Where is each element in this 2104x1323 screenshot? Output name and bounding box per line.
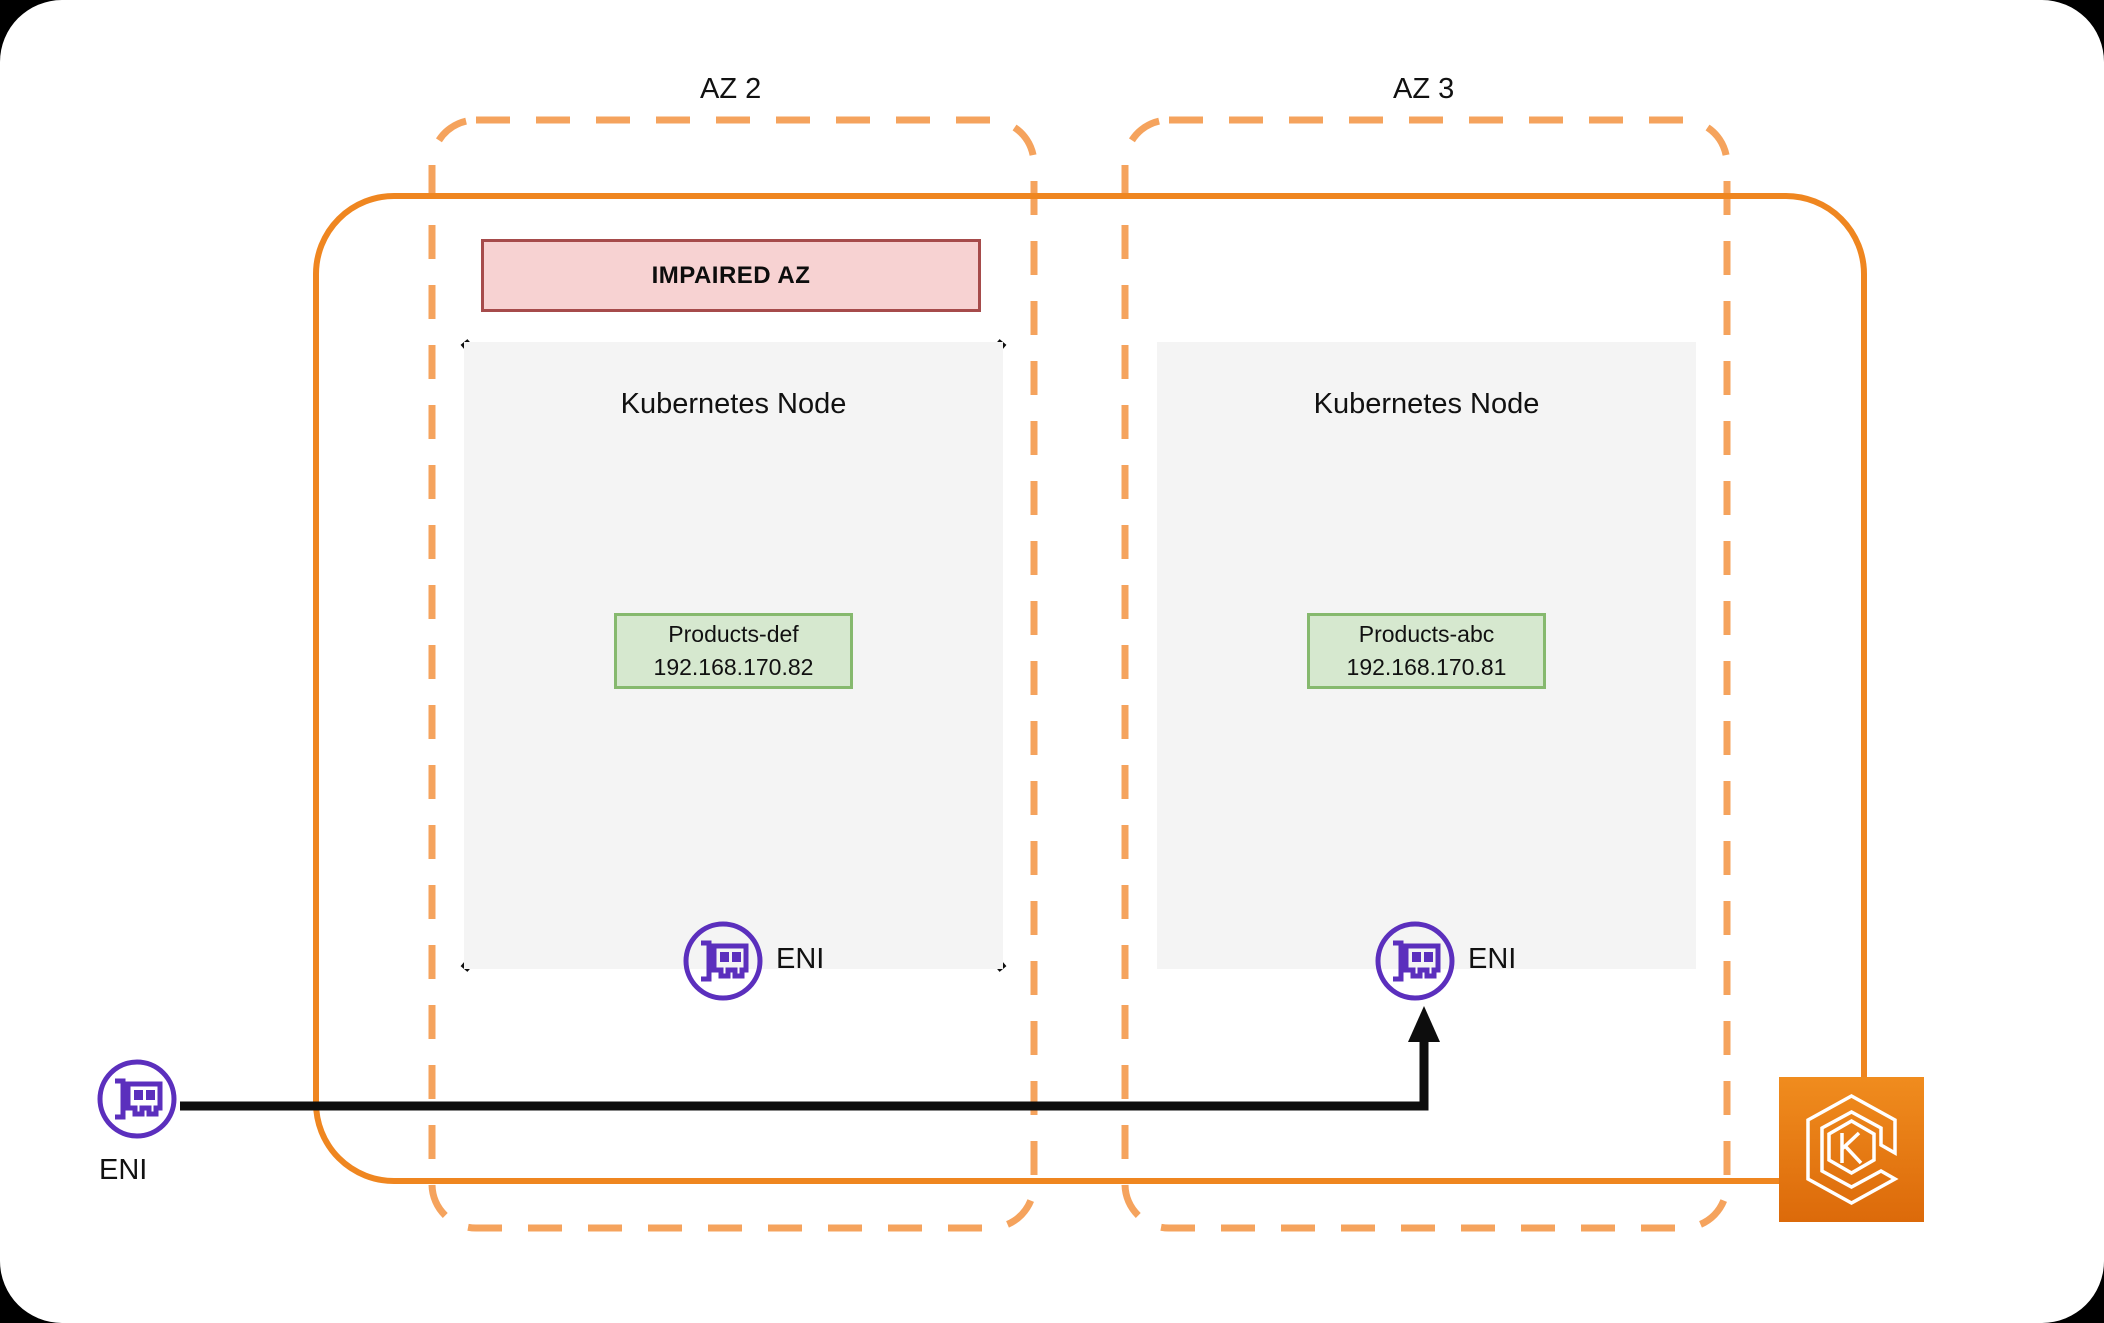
kubernetes-node-az3[interactable]: Kubernetes Node [1157, 342, 1696, 969]
eks-hexagon-icon[interactable] [1779, 1077, 1924, 1222]
eni-network-card-icon [683, 921, 763, 1001]
pod-products-abc[interactable]: Products-abc 192.168.170.81 [1307, 613, 1546, 689]
pod-products-def[interactable]: Products-def 192.168.170.82 [614, 613, 853, 689]
eks-letter-k [1840, 1131, 1863, 1165]
eni-network-card-icon [1375, 921, 1455, 1001]
az2-label: AZ 2 [700, 73, 762, 105]
pod-name-abc: Products-abc [1358, 620, 1495, 647]
eni-label-az3: ENI [1468, 943, 1517, 975]
node-title-az3: Kubernetes Node [1313, 388, 1540, 420]
pod-ip-abc: 192.168.170.81 [1346, 654, 1507, 680]
az3-label: AZ 3 [1393, 73, 1455, 105]
eni-label-az2: ENI [776, 943, 825, 975]
pod-ip-def: 192.168.170.82 [653, 654, 814, 680]
impaired-az-label: IMPAIRED AZ [651, 261, 811, 289]
eni-label-external: ENI [99, 1154, 148, 1186]
pod-name-def: Products-def [668, 620, 799, 647]
node-title-az2: Kubernetes Node [620, 388, 847, 420]
impaired-az-banner: IMPAIRED AZ [481, 239, 981, 312]
eni-network-card-icon [97, 1059, 177, 1139]
